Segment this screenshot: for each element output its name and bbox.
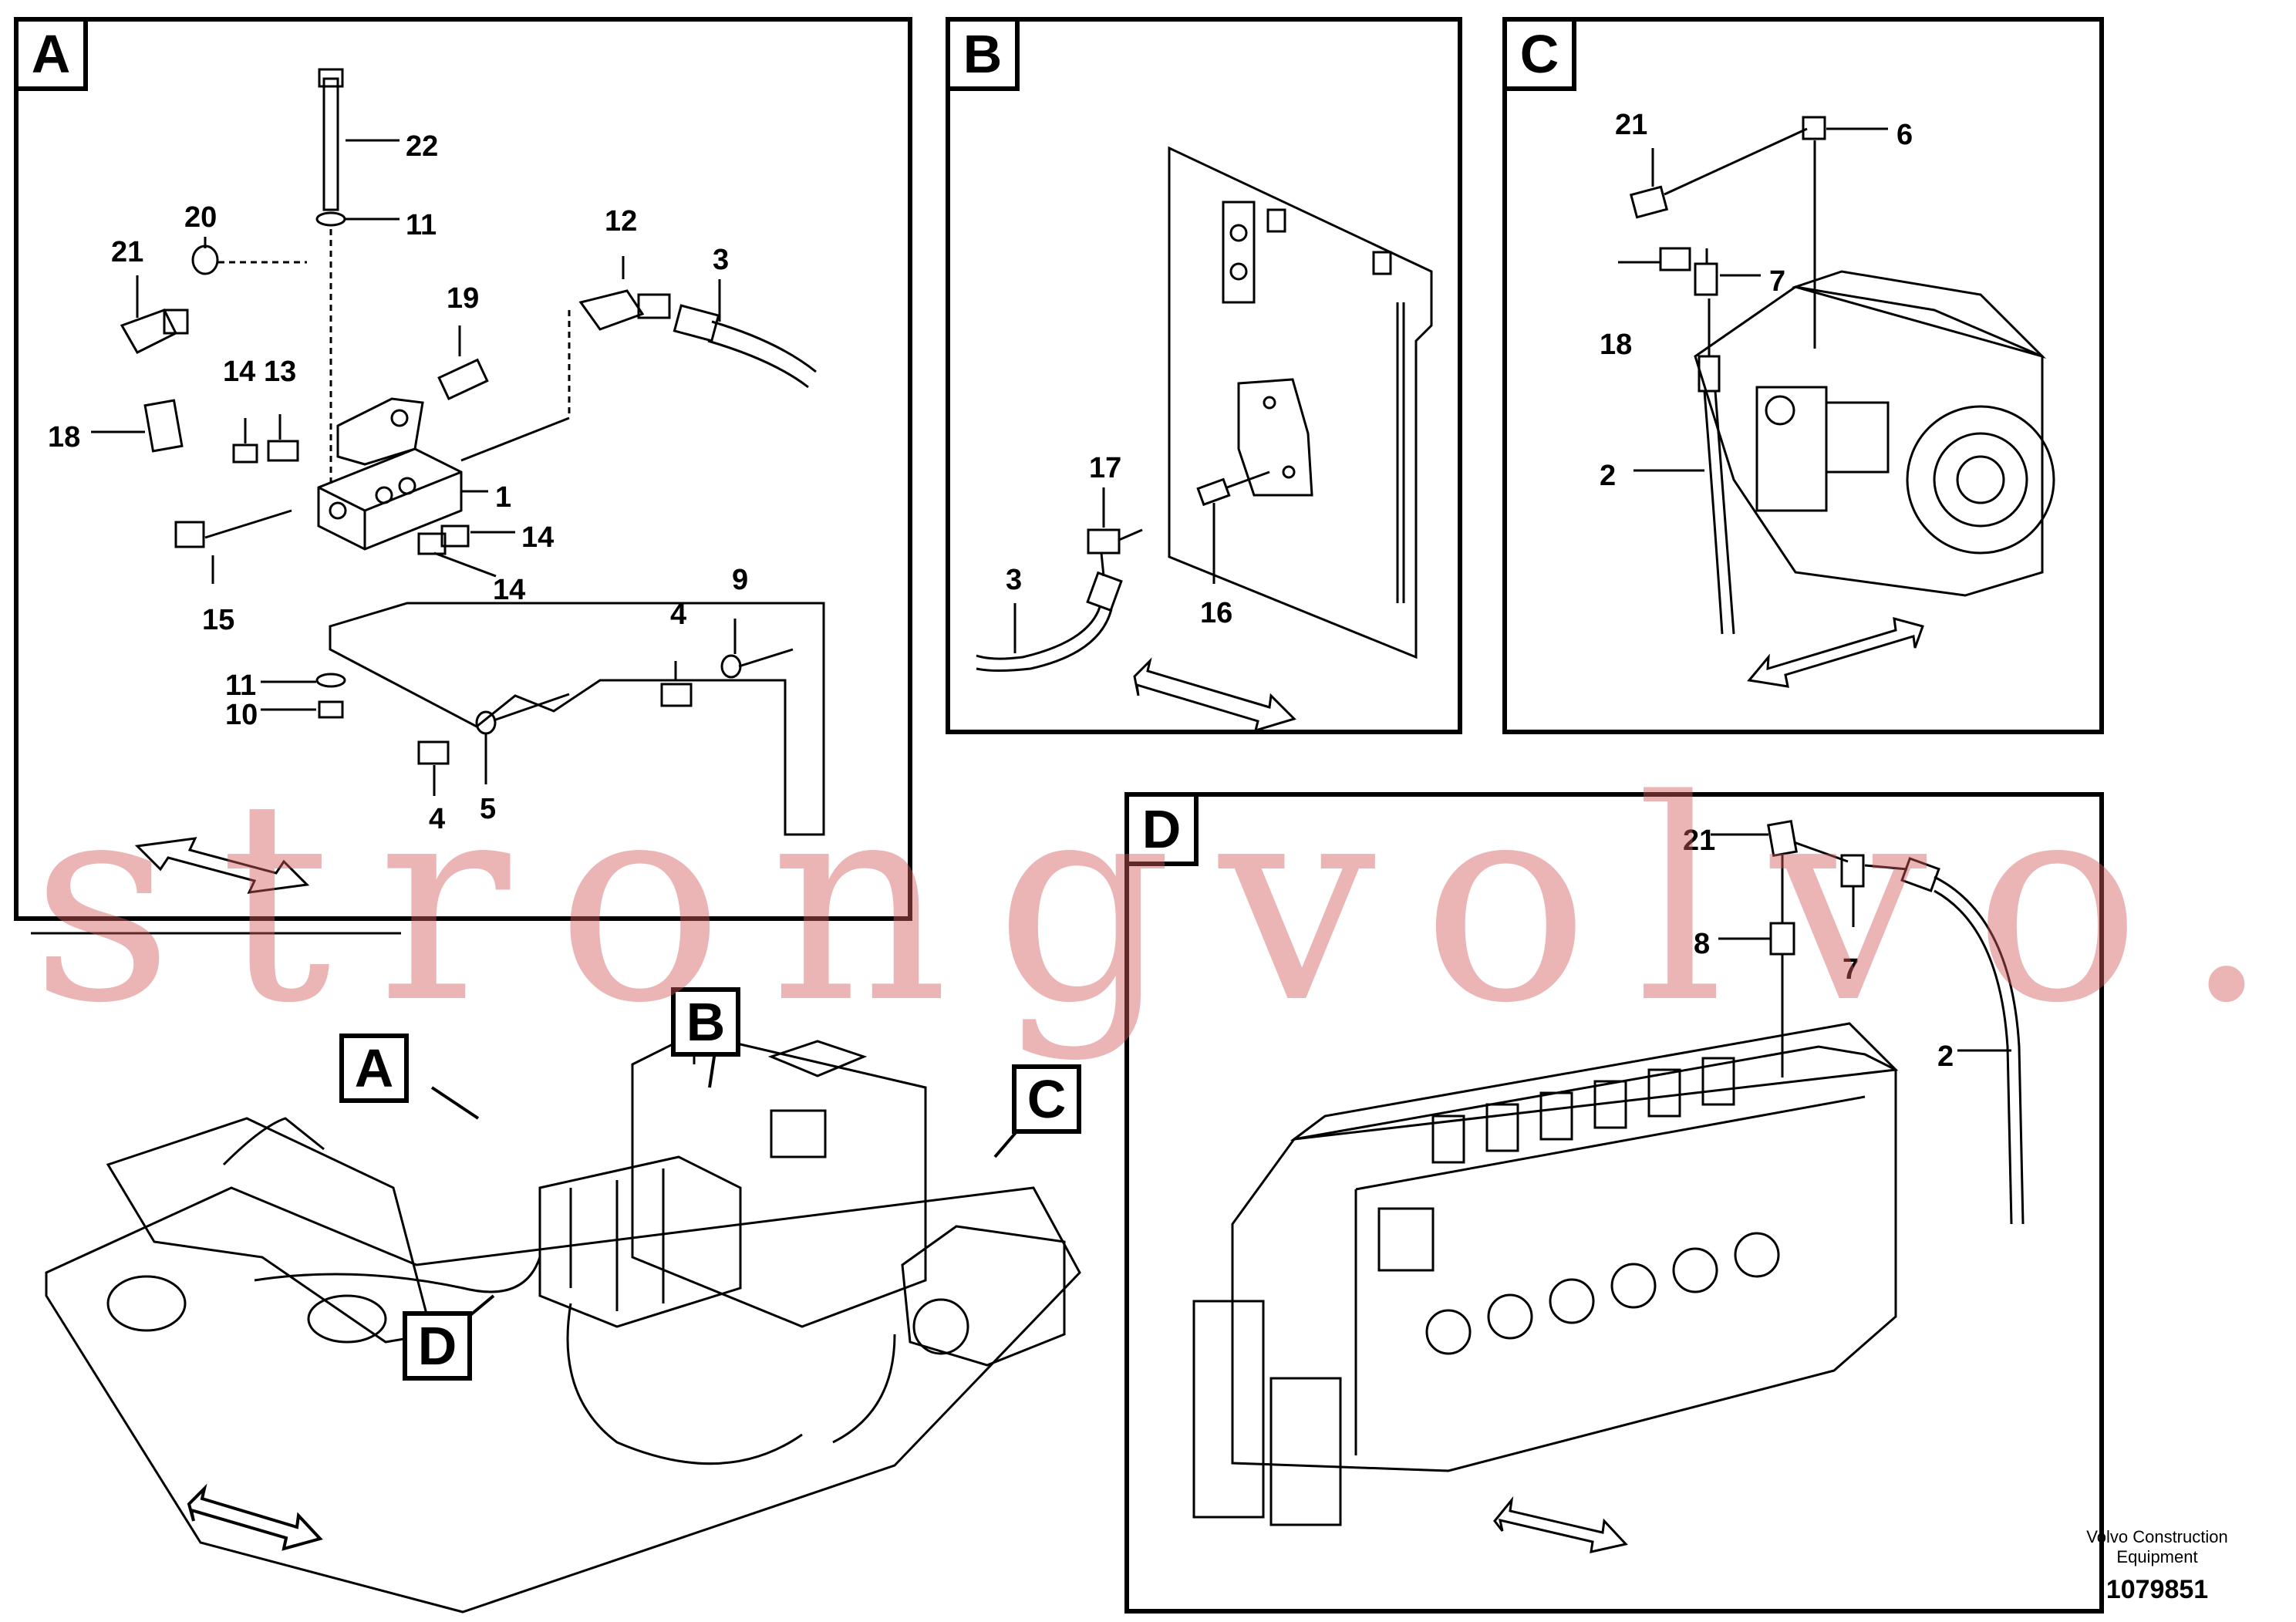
panel-label-a: A [19, 22, 88, 91]
part-number-20: 20 [184, 201, 217, 234]
part-number-12: 12 [605, 205, 638, 238]
part-number-5: 5 [480, 793, 497, 825]
part-number-15: 15 [202, 604, 235, 636]
part-number-18: 18 [48, 421, 81, 454]
panel-a-drawing [91, 68, 825, 894]
panel-label-b: B [950, 22, 1020, 91]
panel-d-drawing [1192, 819, 2025, 1553]
part-number-6: 6 [1896, 119, 1913, 151]
part-number-4b: 4 [429, 803, 446, 835]
part-number-14: 14 [223, 356, 256, 388]
part-number-14c: 14 [493, 574, 526, 606]
overview-callout-c: C [1012, 1064, 1081, 1134]
part-number-3: 3 [713, 244, 730, 276]
part-number-22: 22 [406, 130, 439, 163]
detail-panel-c: C 21 [1502, 17, 2104, 734]
part-number-17: 17 [1089, 452, 1122, 484]
part-number-2: 2 [1600, 460, 1617, 492]
drawing-id: 1079851 [2106, 1575, 2209, 1604]
panel-b-drawing [976, 146, 1433, 733]
part-number-11b: 11 [225, 669, 257, 702]
part-number-19: 19 [447, 282, 480, 315]
part-number-8: 8 [1694, 928, 1711, 960]
panel-label-d: D [1129, 797, 1199, 866]
company-name: Volvo Construction Equipment [2086, 1527, 2228, 1566]
part-number-1: 1 [495, 481, 512, 514]
part-number-18: 18 [1600, 329, 1633, 361]
part-number-21: 21 [1615, 109, 1648, 141]
panel-label-c: C [1507, 22, 1576, 91]
part-number-9: 9 [732, 564, 749, 596]
overview-callout-d: D [403, 1311, 472, 1381]
panel-c-drawing [1618, 116, 2055, 688]
part-number-7: 7 [1769, 265, 1786, 298]
part-number-13: 13 [264, 356, 297, 388]
part-number-14b: 14 [521, 521, 555, 554]
part-number-21: 21 [111, 236, 144, 268]
overview-callout-b: B [671, 987, 740, 1057]
part-number-2: 2 [1937, 1040, 1954, 1073]
detail-panel-a: A [14, 17, 912, 921]
detail-panel-d: D [1124, 792, 2104, 1614]
part-number-4: 4 [670, 599, 687, 631]
detail-panel-b: B 17 3 16 [946, 17, 1462, 734]
part-number-16: 16 [1200, 597, 1233, 629]
part-number-7: 7 [1843, 953, 1859, 986]
part-number-21: 21 [1683, 824, 1716, 857]
part-number-3: 3 [1006, 564, 1023, 596]
part-number-11: 11 [406, 209, 437, 241]
overview-machine-drawing [31, 932, 1081, 1614]
overview-callout-a: A [339, 1034, 409, 1103]
part-number-10: 10 [225, 699, 258, 731]
